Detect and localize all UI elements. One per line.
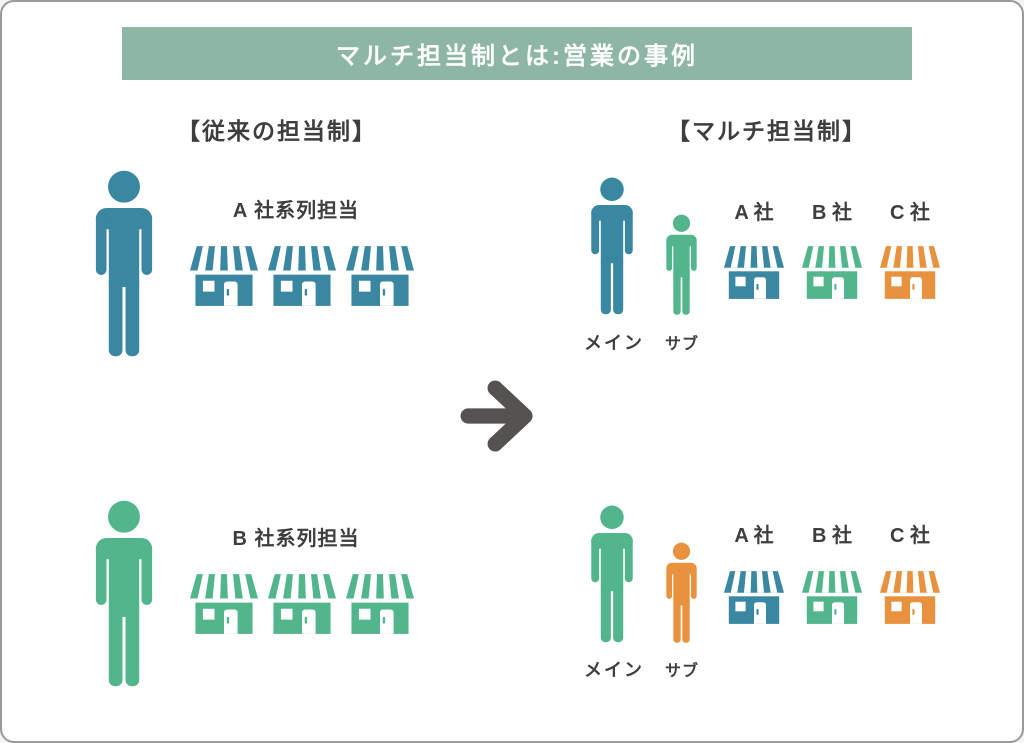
page-title: マルチ担当制とは:営業の事例 bbox=[336, 43, 698, 70]
arrow-right-icon bbox=[460, 380, 533, 452]
store-icon bbox=[268, 574, 336, 634]
label-main-role: メイン bbox=[584, 660, 644, 680]
store-icon bbox=[346, 574, 414, 634]
label-company-a: A 社 bbox=[734, 202, 774, 224]
main-person-icon bbox=[591, 505, 633, 643]
store-icon bbox=[190, 574, 258, 634]
store-icon-company-c bbox=[880, 246, 940, 299]
label-sub-role: サブ bbox=[664, 663, 699, 680]
heading-multi-system: 【マルチ担当制】 bbox=[667, 118, 867, 144]
store-icon bbox=[346, 246, 414, 306]
store-icon-company-b bbox=[802, 246, 862, 299]
label-company-c: C 社 bbox=[890, 525, 930, 547]
label-company-b: B 社 bbox=[812, 202, 852, 224]
person-icon bbox=[95, 170, 153, 357]
label-company-a: A 社 bbox=[734, 525, 774, 547]
label-company-c: C 社 bbox=[890, 202, 930, 224]
sub-person-icon bbox=[666, 542, 697, 643]
store-row-b-series bbox=[190, 574, 414, 634]
store-icon-company-c bbox=[880, 571, 940, 624]
title-banner: マルチ担当制とは:営業の事例 bbox=[122, 27, 912, 80]
label-company-b: B 社 bbox=[812, 525, 852, 547]
heading-traditional-system: 【従来の担当制】 bbox=[177, 118, 377, 144]
store-icon-company-a bbox=[724, 571, 784, 624]
store-row-a-series bbox=[190, 246, 414, 306]
label-company-a-series: A 社系列担当 bbox=[232, 200, 360, 222]
store-icon-company-a bbox=[724, 246, 784, 299]
store-icon bbox=[190, 246, 258, 306]
label-main-role: メイン bbox=[584, 333, 644, 353]
store-icon-company-b bbox=[802, 571, 862, 624]
main-person-icon bbox=[591, 177, 633, 315]
label-sub-role: サブ bbox=[664, 336, 699, 353]
store-icon bbox=[268, 246, 336, 306]
label-company-b-series: B 社系列担当 bbox=[232, 528, 360, 550]
sub-person-icon bbox=[666, 214, 697, 315]
person-icon bbox=[95, 500, 153, 687]
